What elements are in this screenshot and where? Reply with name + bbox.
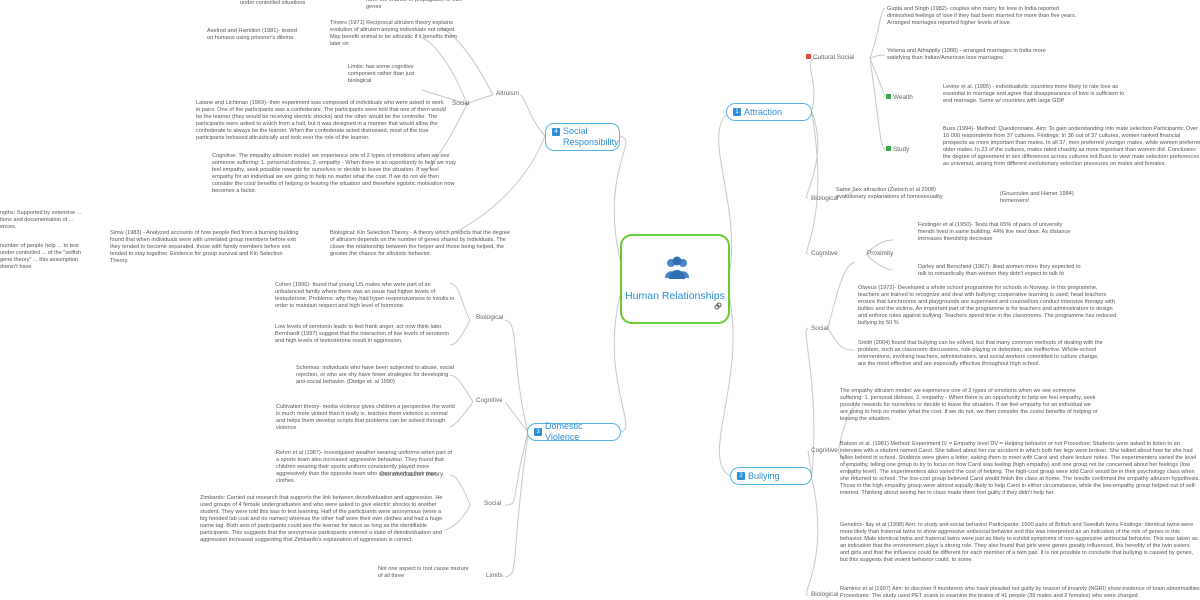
topic-label: Domestic Violence bbox=[545, 421, 583, 442]
label-biological-dv[interactable]: Biological bbox=[476, 314, 504, 321]
note-kin: Biological: Kin Selection Theory - A the… bbox=[330, 230, 510, 257]
note-batson: Batson et al. (1981) Method: Experiment … bbox=[840, 441, 1200, 496]
topic-bullying[interactable]: 2 Bullying bbox=[730, 467, 812, 485]
topic-label: Social Responsibility bbox=[563, 126, 619, 147]
topic-number: 2 bbox=[737, 472, 745, 480]
label-cognitive-dv[interactable]: Cognitive bbox=[476, 397, 503, 404]
flag-icon bbox=[886, 146, 891, 151]
note-cohen: Cohen (1996)- found that young US males … bbox=[275, 282, 455, 309]
note-left-b: number of people help ... to test under … bbox=[0, 243, 82, 270]
topic-domestic-violence[interactable]: 3 Domestic Violence bbox=[527, 421, 621, 442]
note-ramirez: Ramirez et al (1997) Aim: to discover if… bbox=[840, 586, 1200, 599]
label-wealth[interactable]: Wealth bbox=[886, 94, 913, 102]
note-trivers: Trivers (1971) Reciprocal altruism theor… bbox=[330, 20, 457, 47]
note-levine: Levine et al. (1995) - individualistic c… bbox=[943, 84, 1125, 104]
note-festinger: Festinger et al (1950)- Tests that 65% o… bbox=[918, 222, 1071, 242]
label-proximity[interactable]: Proximity bbox=[867, 250, 894, 257]
topic-label: Bullying bbox=[748, 470, 780, 481]
label-study[interactable]: Study bbox=[886, 146, 909, 154]
flag-icon bbox=[886, 94, 891, 99]
note-serotonin: Low levels of serotonin leads to feel fr… bbox=[275, 324, 449, 344]
note-genes: have the chance of propagation of own ge… bbox=[366, 0, 463, 10]
label-cultural-social[interactable]: Cultural Social bbox=[806, 54, 854, 62]
note-zimbardo: Zimbardo: Carried out research that supp… bbox=[200, 495, 443, 543]
note-simw: Simw (1983) - Analyzed accounts of how p… bbox=[110, 230, 299, 264]
label-deindividuation[interactable]: Deindividuation theory bbox=[380, 471, 444, 478]
note-cultivation: Cultivation theory- media violence gives… bbox=[276, 404, 455, 431]
topic-number: 4 bbox=[552, 128, 560, 136]
label-biological-bullying[interactable]: Biological bbox=[811, 591, 839, 598]
label-social-altruism[interactable]: Social bbox=[452, 100, 470, 107]
note-olweus: Olweus (1972)- Developed a whole school … bbox=[858, 285, 1117, 326]
people-icon bbox=[665, 256, 689, 279]
label-altruism[interactable]: Altruism bbox=[496, 90, 520, 97]
label-social-dv[interactable]: Social bbox=[484, 500, 502, 507]
label-limits-dv[interactable]: Limits bbox=[486, 572, 503, 579]
note-not-one: Not one aspect is root cause mixture of … bbox=[378, 566, 469, 579]
central-node[interactable]: Human Relationships bbox=[620, 234, 730, 324]
note-rehm: Rehm et al (1987)- investigated weather … bbox=[276, 450, 452, 484]
note-smith: Smith (2004) found that bullying can be … bbox=[858, 340, 1103, 367]
label-cognitive-attraction[interactable]: Cognitive bbox=[811, 250, 838, 257]
note-yelsma: Yelsma and Athappily (1988) - arranged m… bbox=[887, 48, 1046, 61]
link-icon[interactable] bbox=[714, 302, 722, 310]
note-axelrod: Axelrod and Hamilton (1981)- tested on h… bbox=[207, 28, 297, 41]
note-darley: Darley and Berscheid (1967)- liked women… bbox=[918, 264, 1081, 277]
label-social-bullying[interactable]: Social bbox=[811, 325, 829, 332]
note-cognitive-altruism: Cognitive: The empathy altruism model: w… bbox=[212, 153, 456, 194]
label-cognitive-bullying[interactable]: Cognitive bbox=[811, 447, 838, 454]
note-left-a: ngths: Supported by extensive ... tions … bbox=[0, 210, 82, 230]
note-genetics: Genetics- Ilay et al (1998) Aim: to stud… bbox=[840, 522, 1198, 563]
topic-social-responsibility[interactable]: 4 Social Responsibility bbox=[545, 123, 620, 151]
topic-label: Attraction bbox=[744, 106, 783, 117]
note-schemas: Schemas: individuals who have been subje… bbox=[296, 365, 454, 385]
note-empathy-bullying: The empathy altruism model: we experienc… bbox=[840, 388, 1098, 422]
topic-attraction[interactable]: 1 Attraction bbox=[726, 103, 812, 121]
note-buss: Buss (1994)- Method: Questionnaire. Aim:… bbox=[943, 126, 1200, 167]
topic-number: 1 bbox=[733, 108, 741, 116]
note-gupta: Gupta and Singh (1982)- couples who marr… bbox=[887, 6, 1077, 26]
central-title: Human Relationships bbox=[625, 290, 725, 302]
note-gouzoules: (Gouzoules and Hamer 1984) homeovers! bbox=[1000, 191, 1074, 204]
label-biological-attraction[interactable]: Biological bbox=[811, 195, 839, 202]
note-latane: Latane and Lichtman (1969)- their experi… bbox=[196, 100, 446, 141]
note-limits-social: Limits: has some cognitive component rat… bbox=[348, 64, 415, 84]
note-controlled: under controlled situations bbox=[240, 0, 306, 6]
note-same-sex: Same Sex attraction (Zietsch et al 2008)… bbox=[836, 187, 943, 200]
topic-number: 3 bbox=[534, 428, 542, 436]
flag-icon bbox=[806, 54, 811, 59]
